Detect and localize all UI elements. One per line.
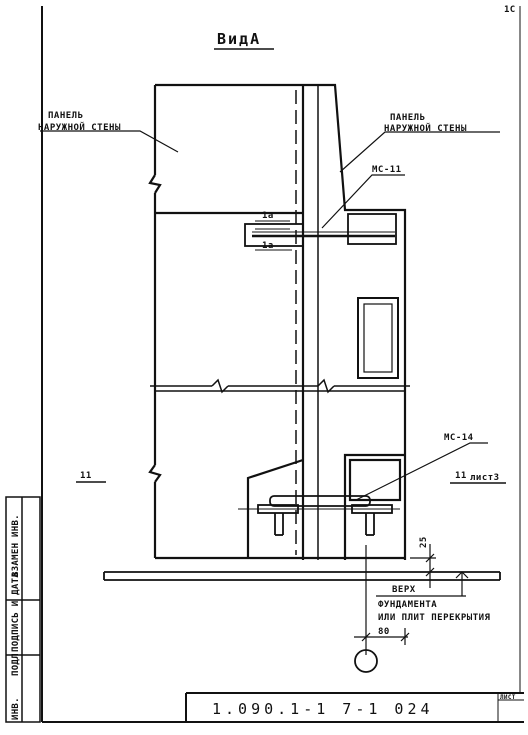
- foundation-slab: [103, 571, 501, 581]
- document-code: 1.090.1-1 7-1 024: [212, 700, 434, 718]
- stamp-podl: ПОДЛ: [11, 653, 21, 676]
- section-mark-right-sheet: лист3: [470, 473, 500, 483]
- leader-lines: [40, 130, 500, 501]
- panel-left-label-2: НАРУЖНОЙ СТЕНЫ: [38, 121, 121, 133]
- note-line-3: ИЛИ ПЛИТ ПЕРЕКРЫТИЯ: [378, 613, 491, 623]
- wall-structure: [148, 83, 407, 560]
- mark-1a-bottom: 1а: [262, 241, 274, 251]
- sheet-frame: [41, 6, 524, 723]
- view-title: ВидА: [217, 30, 261, 48]
- dimension-25: [410, 544, 436, 588]
- lower-connection: [238, 495, 400, 536]
- window-opening: [357, 297, 399, 379]
- sheet-label: ЛИСТ: [500, 694, 516, 701]
- dimension-80: [354, 628, 410, 645]
- panel-left-label-1: ПАНЕЛЬ: [48, 111, 84, 121]
- corner-mark: 1С: [504, 5, 515, 15]
- stamp-sign: ПОДПИСЬ И ДАТА: [11, 572, 21, 652]
- mark-1a-top: 1а: [262, 211, 274, 221]
- section-mark-left: 11: [80, 471, 92, 481]
- side-stamp-frame: [5, 496, 41, 723]
- dimension-80-label: 80: [378, 627, 390, 637]
- note-line-2: ФУНДАМЕНТА: [378, 600, 437, 610]
- stamp-replace: ВЗАМЕН ИНВ.: [11, 514, 21, 577]
- axis-bubble: [354, 649, 378, 673]
- upper-connection: [244, 213, 397, 247]
- panel-right-label-2: НАРУЖНОЙ СТЕНЫ: [384, 122, 467, 134]
- panel-right-label-1: ПАНЕЛЬ: [390, 113, 426, 123]
- section-mark-right: 11: [455, 471, 467, 481]
- stamp-inv: ИНВ.: [11, 697, 21, 720]
- break-line: [150, 378, 410, 394]
- note-line-1: ВЕРХ: [392, 585, 416, 595]
- mark-mc14: МС-14: [444, 433, 474, 443]
- dimension-25-label: 25: [419, 536, 429, 548]
- mark-mc11: МС-11: [372, 165, 402, 175]
